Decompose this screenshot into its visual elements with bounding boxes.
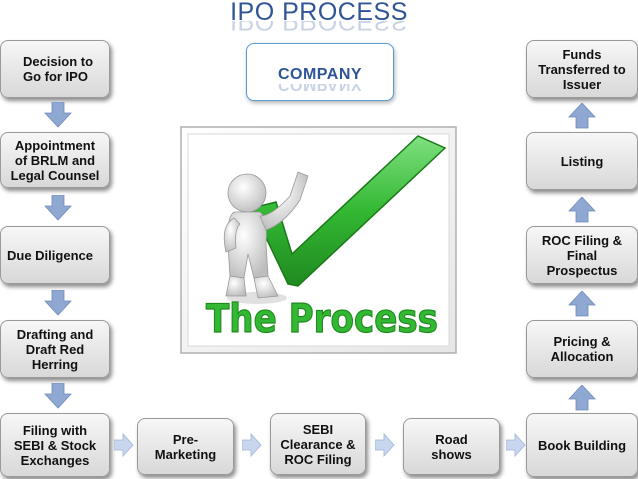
step-label: Pre-Marketing (154, 431, 217, 462)
step-pre-marketing: Pre-Marketing (137, 418, 234, 475)
right-arrow-icon (114, 433, 134, 457)
up-arrow-icon (568, 291, 596, 317)
step-pricing-allocation: Pricing &Allocation (526, 320, 638, 378)
step-due-diligence: Due Diligence (0, 226, 110, 284)
company-label-reflection: COMPANY (277, 84, 363, 93)
down-arrow-icon (44, 195, 72, 221)
company-box: COMPANY COMPANY (246, 43, 394, 101)
step-label: Pricing &Allocation (550, 334, 614, 364)
up-arrow-icon (568, 385, 596, 411)
page-title: IPO PROCESS (230, 0, 408, 26)
step-listing: Listing (526, 132, 638, 190)
down-arrow-icon (44, 102, 72, 128)
company-label: COMPANY (277, 66, 363, 83)
step-label: Listing (560, 153, 604, 169)
the-process-lettering: The Process (206, 297, 438, 342)
process-illustration: The Process (180, 126, 457, 354)
step-label: Due Diligence (7, 247, 93, 263)
up-arrow-icon (568, 103, 596, 129)
down-arrow-icon (44, 383, 72, 409)
right-arrow-icon (375, 433, 395, 457)
right-arrow-icon (506, 433, 526, 457)
person-figure-icon (223, 171, 309, 304)
page-title-reflection: IPO PROCESS (230, 21, 408, 35)
step-label: Book Building (537, 437, 627, 453)
step-book-building: Book Building (526, 413, 638, 477)
up-arrow-icon (568, 197, 596, 223)
down-arrow-icon (44, 290, 72, 316)
right-arrow-icon (242, 433, 262, 457)
